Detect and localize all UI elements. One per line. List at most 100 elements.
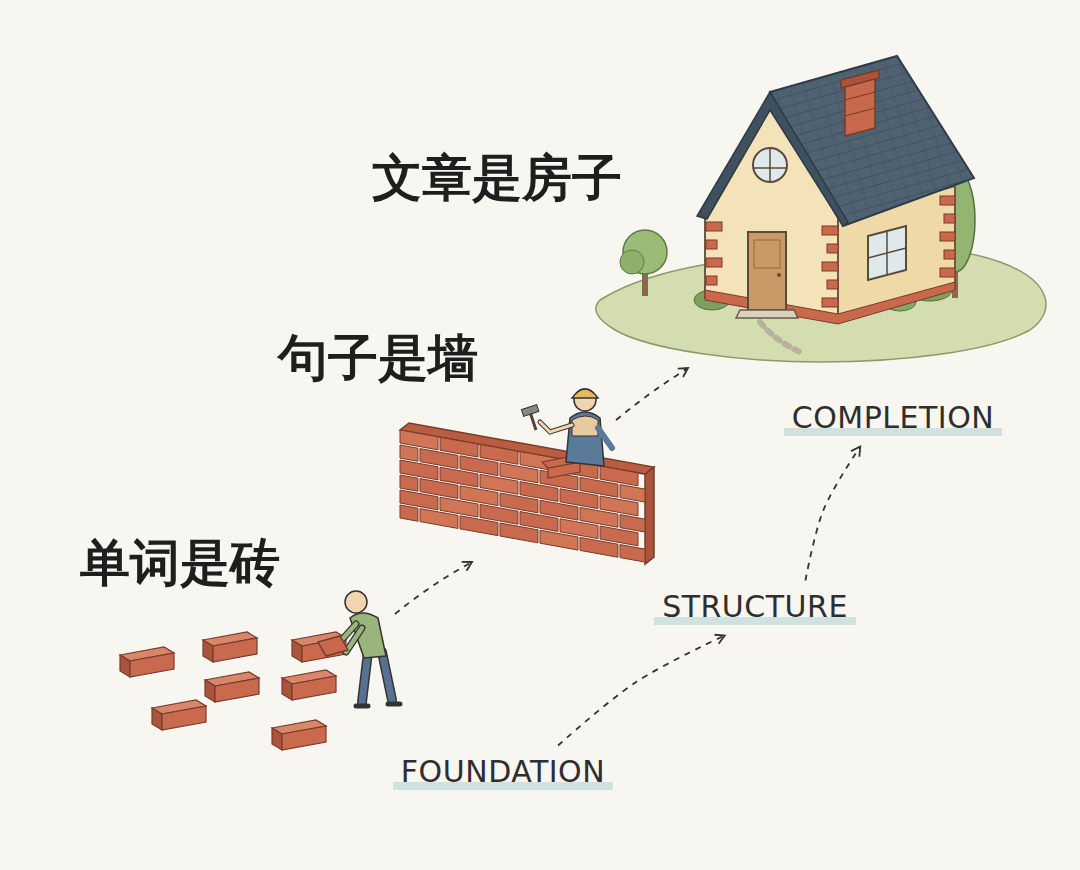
worker-on-wall-part [521,405,538,417]
heading-label: 句子是墙 [278,328,478,388]
grass-lawn-part [760,322,800,352]
heading-label: 文章是房子 [372,148,622,208]
loose-bricks-part [272,720,326,750]
flow-arrow-part [616,368,688,420]
worker-on-wall-part [540,422,572,432]
loose-bricks-part-part [152,708,162,730]
tree-part [620,250,644,274]
house-part-part [822,298,838,307]
house-part-part [822,262,838,271]
chimney-part [841,70,879,88]
worker-on-wall-part [530,412,536,430]
round-window-part [769,148,771,182]
house-part-part [705,282,955,324]
loose-bricks-part-part [130,653,174,677]
brick-wall-part [620,485,645,503]
house-part-part [822,226,838,235]
loose-bricks-part-part [292,676,336,700]
house-part [697,92,848,226]
round-window-part [753,167,787,169]
stage-label: COMPLETION [784,398,1002,439]
house-part-part [706,222,722,231]
house-part-part [706,258,722,267]
brick-wall-part [420,509,458,529]
worker-with-bricks [318,591,400,706]
flow-arrow-part [395,562,472,614]
worker-with-bricks-part [345,591,367,613]
brick-wall-part [645,467,654,564]
house-part-part [827,244,838,253]
tree [620,230,667,296]
side-window-part [868,248,906,258]
loose-bricks-part-part [162,706,206,730]
house-part [705,196,955,324]
brick-wall-part [620,515,645,533]
brick-wall-part [580,537,618,557]
round-window [753,148,787,182]
loose-bricks-part [120,647,174,677]
brick-wall-part [400,445,418,461]
door [736,232,798,318]
loose-bricks-part [152,700,206,730]
stage-label: STRUCTURE [654,587,856,628]
house-part-part [940,268,955,277]
chimney [841,70,879,136]
stage-text: COMPLETION [792,400,994,435]
loose-bricks-part-part [215,678,259,702]
loose-bricks-part [205,672,259,702]
brick-wall-part [620,545,645,563]
loose-bricks-part-part [282,726,326,750]
side-window-part [868,226,906,280]
worker-with-bricks-part [346,628,362,652]
worker-on-wall-part [572,389,598,398]
loose-bricks [120,632,346,750]
house [697,56,974,324]
flow-arrow [395,368,688,614]
door-part [754,240,780,268]
heading-label: 单词是砖 [80,533,280,593]
worker-with-bricks-part [346,628,362,652]
brick-wall-part [540,530,578,550]
house-part-part [706,240,717,249]
worker-with-bricks-part [362,652,392,702]
worker-on-wall-part [598,428,612,448]
worker-with-bricks-part [362,652,392,702]
loose-bricks-part-part [213,638,257,662]
house-part-part [940,232,955,241]
loose-bricks-part-part [292,640,302,662]
worker-on-wall-part [566,412,604,466]
chimney-part [845,108,875,116]
loose-bricks-part-part [120,655,130,677]
stage-text: STRUCTURE [662,589,848,624]
brick-wall-part [500,523,538,543]
brick-wall-part [460,516,498,536]
house-part-part [940,196,955,205]
house-part-part [706,276,717,285]
house-part-part [944,214,955,223]
house-part-part [827,280,838,289]
house-part [770,56,974,226]
brick-wall [400,423,654,564]
loose-bricks-part-part [203,640,213,662]
worker-with-bricks-part [356,704,400,706]
brick-wall-part [400,475,418,491]
chimney-part [845,92,875,100]
door-part [736,310,798,318]
dashed-arrow [558,636,725,746]
brick-wall-part [400,505,418,521]
stage-text: FOUNDATION [401,754,605,789]
worker-with-bricks-part [318,636,348,656]
round-window-part [753,148,787,182]
side-window [868,226,906,280]
door-part [777,273,781,277]
stage-label: FOUNDATION [393,752,613,793]
loose-bricks-part-part [205,680,215,702]
worker-on-wall [521,389,612,466]
loose-bricks-part [282,670,336,700]
worker-on-wall-part [540,422,572,432]
door-part [748,232,786,310]
house-part-part [944,250,955,259]
house-part [770,56,974,226]
loose-bricks-part-part [282,678,292,700]
